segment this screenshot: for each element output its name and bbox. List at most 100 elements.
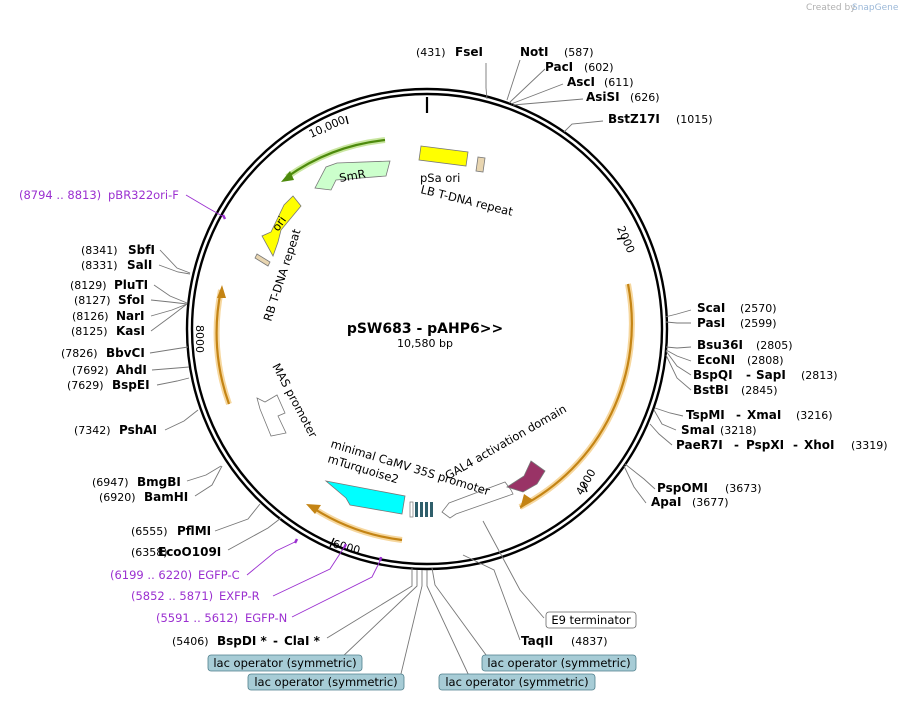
backbone-outer-ring bbox=[185, 87, 669, 571]
site-pos-pasi: (2599) bbox=[740, 317, 777, 330]
site-name-pshai[interactable]: PshAI bbox=[119, 423, 157, 437]
site-pos-taqii: (4837) bbox=[571, 635, 608, 648]
lb-repeat-feature[interactable] bbox=[475, 156, 486, 173]
lac-operator-block bbox=[415, 502, 418, 517]
site-name-pflmi[interactable]: PflMI bbox=[177, 524, 211, 538]
site-name-bstz17i[interactable]: BstZ17I bbox=[608, 112, 660, 126]
site-name-ahdi[interactable]: AhdI bbox=[116, 363, 147, 377]
lac-operator-box-3[interactable] bbox=[207, 654, 363, 672]
leader-primer-pbr322ori bbox=[185, 194, 225, 218]
site-name-sapi[interactable]: SapI bbox=[756, 368, 786, 382]
site-pos-econi: (2808) bbox=[747, 354, 784, 367]
e9-terminator-label: E9 terminator bbox=[551, 613, 631, 627]
site-name-bstbi[interactable]: BstBI bbox=[693, 383, 729, 397]
leader-taqii bbox=[462, 554, 521, 641]
leader-primer-egfpc bbox=[246, 540, 298, 576]
mturquoise2-feature[interactable] bbox=[324, 480, 406, 515]
e9-terminator-box[interactable] bbox=[545, 611, 637, 629]
site-name-pspomi[interactable]: PspOMI bbox=[657, 481, 708, 495]
site-name-asci[interactable]: AscI bbox=[567, 75, 595, 89]
leader-lac-left-2 bbox=[399, 570, 423, 679]
site-sep-bspdi: - bbox=[273, 634, 278, 648]
site-pos-sali: (8331) bbox=[81, 259, 118, 272]
leader-bstz17i bbox=[563, 120, 604, 133]
leader-primer-egfpn bbox=[291, 558, 382, 618]
leader-bsu36i bbox=[665, 346, 692, 349]
site-name-sfoi[interactable]: SfoI bbox=[118, 293, 145, 307]
site-pos-bmgbi: (6947) bbox=[92, 476, 129, 489]
credit-text: Created by bbox=[806, 3, 856, 13]
site-name-bspdi[interactable]: BspDI * bbox=[217, 634, 267, 648]
site-name-bbvci[interactable]: BbvCI bbox=[106, 346, 145, 360]
lac-operator-box-4[interactable] bbox=[247, 673, 405, 691]
site-name-econi[interactable]: EcoNI bbox=[697, 353, 735, 367]
label-gal4: GAL4 activation domain bbox=[443, 402, 569, 483]
site-pos-apai: (3677) bbox=[692, 496, 729, 509]
site-pos-bamhi: (6920) bbox=[99, 491, 136, 504]
mas-promoter-feature[interactable] bbox=[256, 394, 287, 437]
primer-name-egfpc[interactable]: EGFP-C bbox=[198, 568, 240, 582]
plasmid-length: 10,580 bp bbox=[397, 337, 453, 350]
site-name-paci[interactable]: PacI bbox=[545, 60, 573, 74]
leader-bspqi bbox=[665, 350, 692, 376]
site-name-pluti[interactable]: PluTI bbox=[114, 278, 148, 292]
primer-range-egfpn: (5591 .. 5612) bbox=[156, 611, 238, 625]
leader-paci bbox=[508, 68, 546, 104]
site-name-bsu36i[interactable]: Bsu36I bbox=[697, 338, 743, 352]
site-pos-bspdi: (5406) bbox=[172, 635, 209, 648]
ori-feature[interactable] bbox=[261, 195, 302, 257]
leader-asisi bbox=[512, 98, 584, 106]
site-name-bspqi[interactable]: BspQI bbox=[693, 368, 733, 382]
site-name-pasi[interactable]: PasI bbox=[697, 316, 725, 330]
leader-bstbi bbox=[665, 354, 692, 391]
orf-arc-left-arrowhead bbox=[217, 285, 226, 298]
leader-sali bbox=[158, 264, 191, 275]
site-name-apai[interactable]: ApaI bbox=[651, 495, 681, 509]
site-name-noti[interactable]: NotI bbox=[520, 45, 549, 59]
site-pos-bspqi: (2813) bbox=[801, 369, 838, 382]
site-name-fsei[interactable]: FseI bbox=[455, 45, 483, 59]
site-pos-asci: (611) bbox=[604, 76, 634, 89]
primer-range-egfpc: (6199 .. 6220) bbox=[110, 568, 192, 582]
site-name-scai[interactable]: ScaI bbox=[697, 301, 725, 315]
leader-tspmi bbox=[654, 407, 684, 417]
leader-bamhi bbox=[194, 465, 223, 497]
e9-terminator-feature[interactable] bbox=[441, 481, 514, 519]
site-name-xhoi[interactable]: XhoI bbox=[804, 438, 835, 452]
site-name-bspei[interactable]: BspEI bbox=[112, 378, 150, 392]
lac-operator-box-2[interactable] bbox=[438, 673, 596, 691]
site-name-nari[interactable]: NarI bbox=[116, 309, 145, 323]
site-name-taqii[interactable]: TaqII bbox=[521, 634, 553, 648]
site-name-bmgbi[interactable]: BmgBI bbox=[137, 475, 181, 489]
lac-operator-box-1[interactable] bbox=[481, 654, 637, 672]
site-name-tspmi[interactable]: TspMI bbox=[686, 408, 725, 422]
site-name-asisi[interactable]: AsiSI bbox=[586, 90, 620, 104]
site-name-bamhi[interactable]: BamHI bbox=[144, 490, 188, 504]
site-name-smai[interactable]: SmaI bbox=[681, 423, 715, 437]
primer-name-pbr322ori[interactable]: pBR322ori-F bbox=[108, 188, 179, 202]
leader-apai bbox=[623, 465, 647, 504]
lac-operator-block bbox=[425, 502, 428, 517]
site-name-pspxi[interactable]: PspXI bbox=[746, 438, 784, 452]
site-pos-nari: (8126) bbox=[72, 310, 109, 323]
plasmid-name: pSW683 - pAHP6>> bbox=[347, 321, 503, 337]
rb-repeat-feature[interactable] bbox=[254, 253, 271, 267]
gal4-feature[interactable] bbox=[506, 460, 546, 493]
primer-name-exfpr[interactable]: EXFP-R bbox=[219, 589, 260, 603]
label-smr: SmR bbox=[338, 167, 367, 185]
psa-ori-feature[interactable] bbox=[418, 145, 469, 167]
site-name-kasi[interactable]: KasI bbox=[116, 324, 145, 338]
site-name-clai[interactable]: ClaI * bbox=[284, 634, 321, 648]
site-name-xmai[interactable]: XmaI bbox=[747, 408, 781, 422]
site-pos-fsei: (431) bbox=[416, 46, 446, 59]
site-name-eco0109i[interactable]: EcoO109I bbox=[158, 545, 221, 559]
smr-feature[interactable] bbox=[314, 160, 391, 191]
primer-name-egfpn[interactable]: EGFP-N bbox=[245, 611, 287, 625]
site-name-sbfi[interactable]: SbfI bbox=[128, 243, 155, 257]
site-name-paer7i[interactable]: PaeR7I bbox=[676, 438, 723, 452]
orf-arc-bottom-glow bbox=[311, 505, 403, 543]
site-name-sali[interactable]: SalI bbox=[127, 258, 152, 272]
leader-smai bbox=[653, 409, 677, 431]
lac-operator-cluster[interactable] bbox=[409, 501, 433, 518]
